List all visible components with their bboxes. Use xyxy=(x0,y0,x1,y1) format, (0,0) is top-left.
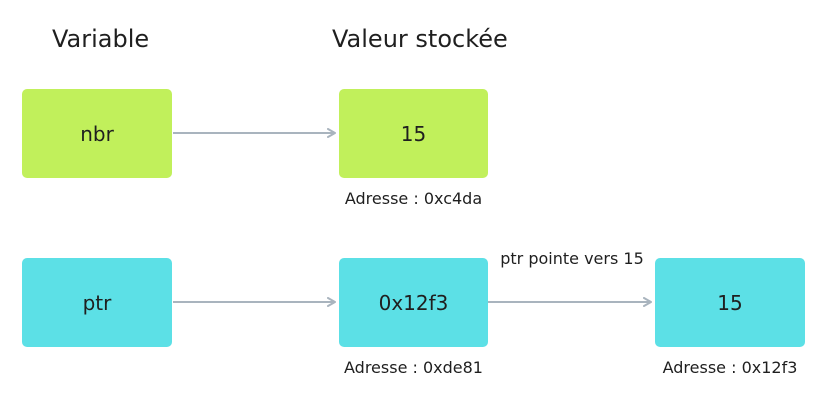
pointer-target-label: 15 xyxy=(717,290,743,315)
nbr-variable-box: nbr xyxy=(22,89,172,178)
nbr-variable-label: nbr xyxy=(80,121,114,146)
stored-value-column-heading: Valeur stockée xyxy=(332,25,508,53)
ptr-variable-label: ptr xyxy=(82,290,112,315)
nbr-value-box: 15 xyxy=(339,89,488,178)
ptr-value-label: 0x12f3 xyxy=(378,290,449,315)
pointer-label: ptr pointe vers 15 xyxy=(500,249,644,268)
ptr-value-address: Adresse : 0xde81 xyxy=(344,358,483,377)
pointer-target-address: Adresse : 0x12f3 xyxy=(662,358,798,377)
ptr-variable-box: ptr xyxy=(22,258,172,347)
nbr-value-label: 15 xyxy=(400,121,427,146)
pointer-target-box: 15 xyxy=(655,258,805,347)
variable-column-heading: Variable xyxy=(52,25,150,53)
ptr-value-box: 0x12f3 xyxy=(339,258,488,347)
nbr-value-address: Adresse : 0xc4da xyxy=(344,189,483,208)
